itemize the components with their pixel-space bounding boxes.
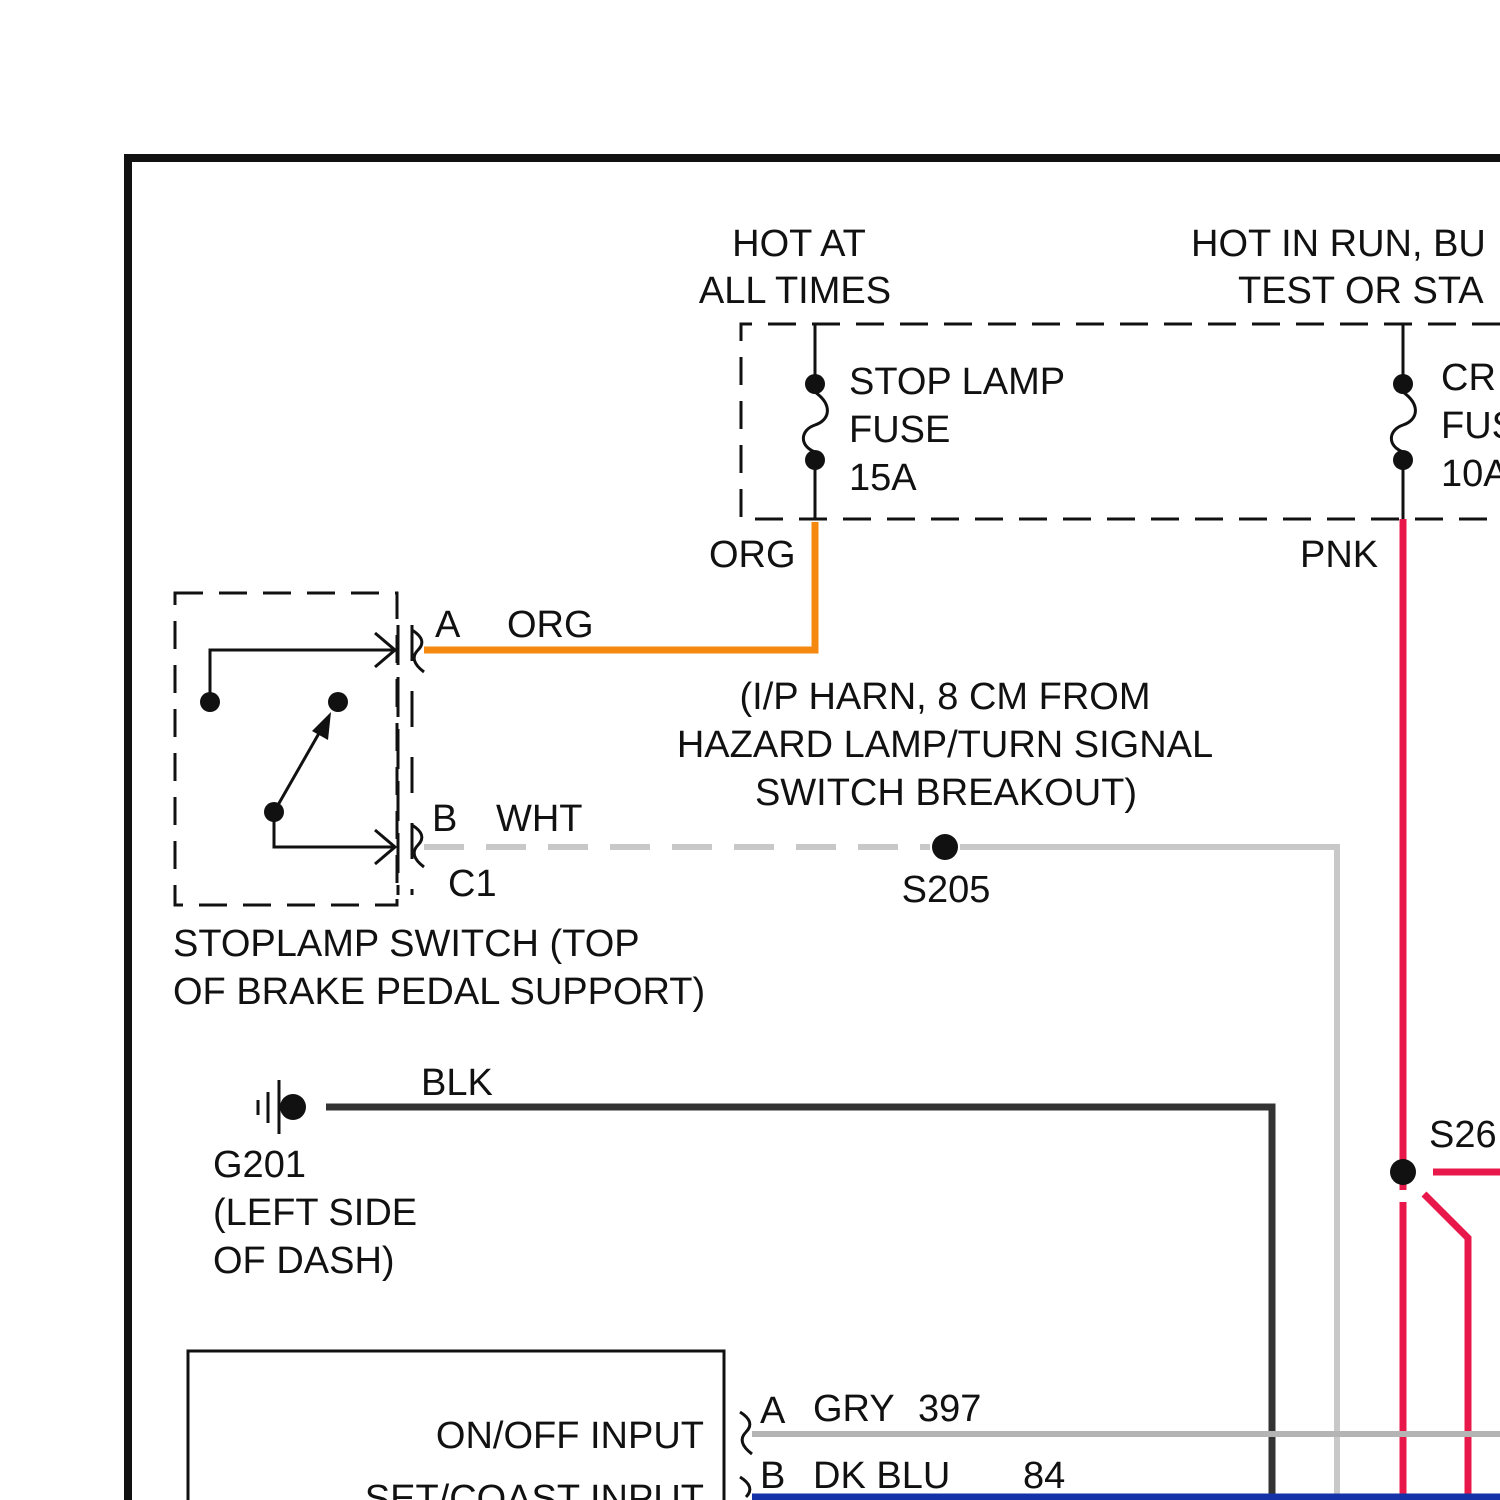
wht-wire <box>960 847 1337 1500</box>
dk-blu-wire-label: DK BLU <box>813 1455 950 1497</box>
pnk-crossing-gap <box>1392 1190 1414 1202</box>
pnk-branch-wire-diagonal <box>1424 1194 1468 1500</box>
cr-fuse-rating: 10A <box>1441 453 1500 495</box>
gry-wire-label: GRY <box>813 1388 895 1430</box>
module-connector <box>740 1412 752 1497</box>
hot-in-run-label-2: TEST OR STA <box>1238 270 1484 312</box>
stoplamp-switch-label-2: OF BRAKE PEDAL SUPPORT) <box>173 971 705 1013</box>
harness-note-line-2: HAZARD LAMP/TURN SIGNAL <box>677 724 1213 766</box>
ground-location-label-2: OF DASH) <box>213 1240 395 1282</box>
pnk-wire-label: PNK <box>1300 534 1378 576</box>
stoplamp-switch-outline <box>175 593 397 905</box>
connector-c1 <box>398 625 424 895</box>
splice-s205-dot <box>932 834 958 860</box>
cr-fuse-label-2: FUS <box>1441 405 1500 447</box>
splice-s205-label: S205 <box>902 869 991 911</box>
stop-lamp-fuse-label: STOP LAMP <box>849 361 1065 403</box>
splice-s26-dot <box>1390 1159 1416 1185</box>
harness-note-line-1: (I/P HARN, 8 CM FROM <box>740 676 1151 718</box>
module-pin-b-label: B <box>760 1455 785 1497</box>
harness-note-line-3: SWITCH BREAKOUT) <box>755 772 1137 814</box>
ground-location-label: (LEFT SIDE <box>213 1192 417 1234</box>
stop-lamp-fuse-rating: 15A <box>849 457 917 499</box>
pin-b-label: B <box>432 798 457 840</box>
blk-wire-label: BLK <box>421 1062 493 1104</box>
circuit-84-label: 84 <box>1023 1455 1065 1497</box>
stoplamp-switch-contacts <box>200 633 395 864</box>
ground-g201-label: G201 <box>213 1144 306 1186</box>
stop-lamp-fuse <box>803 324 827 519</box>
ground-g201-symbol <box>258 1080 306 1134</box>
wht-wire-label: WHT <box>496 798 583 840</box>
on-off-input-label: ON/OFF INPUT <box>436 1415 704 1457</box>
set-coast-input-label: SET/COAST INPUT <box>365 1478 704 1500</box>
org-wire-pin-a-label: ORG <box>507 604 594 646</box>
cruise-fuse <box>1391 324 1415 519</box>
splice-s26-label: S26 <box>1429 1114 1497 1156</box>
hot-at-all-times-label: HOT AT <box>732 223 866 265</box>
circuit-397-label: 397 <box>918 1388 981 1430</box>
module-pin-a-label: A <box>760 1390 786 1432</box>
hot-at-all-times-label-2: ALL TIMES <box>699 270 891 312</box>
connector-c1-label: C1 <box>448 863 497 905</box>
stop-lamp-fuse-label-2: FUSE <box>849 409 950 451</box>
org-wire-top-label: ORG <box>709 534 796 576</box>
stoplamp-switch-label: STOPLAMP SWITCH (TOP <box>173 923 640 965</box>
cr-fuse-label: CR <box>1441 357 1496 399</box>
pin-a-label: A <box>435 604 461 646</box>
hot-in-run-label: HOT IN RUN, BU <box>1191 223 1486 265</box>
